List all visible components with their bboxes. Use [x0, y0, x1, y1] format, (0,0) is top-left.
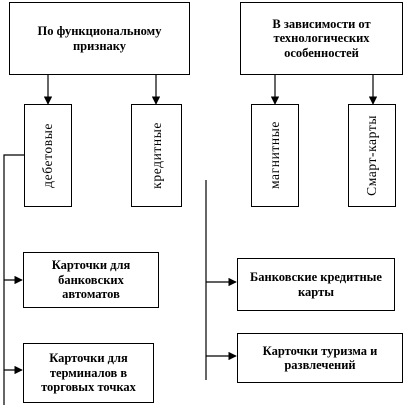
smart-card-label: Смарт-карты — [364, 115, 380, 196]
bank-credit-cards-box: Банковские кредитные карты — [237, 258, 395, 311]
technological-category-box: В зависимости от технологических особенн… — [240, 2, 403, 75]
credit-card-box: кредитные — [131, 104, 182, 207]
debit-card-label: дебетовые — [40, 123, 56, 188]
smart-card-box: Смарт-карты — [348, 104, 396, 207]
bank-credit-cards-label: Банковские кредитные карты — [250, 270, 382, 299]
atm-cards-box: Карточки для банковских автоматов — [23, 252, 159, 308]
pos-cards-box: Карточки для терминалов в торговых точка… — [23, 343, 154, 403]
pos-cards-label: Карточки для терминалов в торговых точка… — [41, 351, 136, 395]
tourism-cards-box: Карточки туризма и развлечений — [237, 333, 403, 383]
credit-card-label: кредитные — [148, 122, 164, 189]
debit-card-box: дебетовые — [24, 104, 72, 207]
magnetic-card-box: магнитные — [251, 104, 299, 207]
tourism-cards-label: Карточки туризма и развлечений — [262, 343, 378, 372]
debit-trunk-line — [3, 154, 24, 405]
magnetic-card-label: магнитные — [267, 121, 283, 190]
functional-category-label: По функциональному признаку — [37, 24, 162, 53]
functional-category-box: По функциональному признаку — [9, 2, 190, 75]
atm-cards-label: Карточки для банковских автоматов — [51, 258, 131, 302]
technological-category-label: В зависимости от технологических особенн… — [272, 16, 371, 60]
